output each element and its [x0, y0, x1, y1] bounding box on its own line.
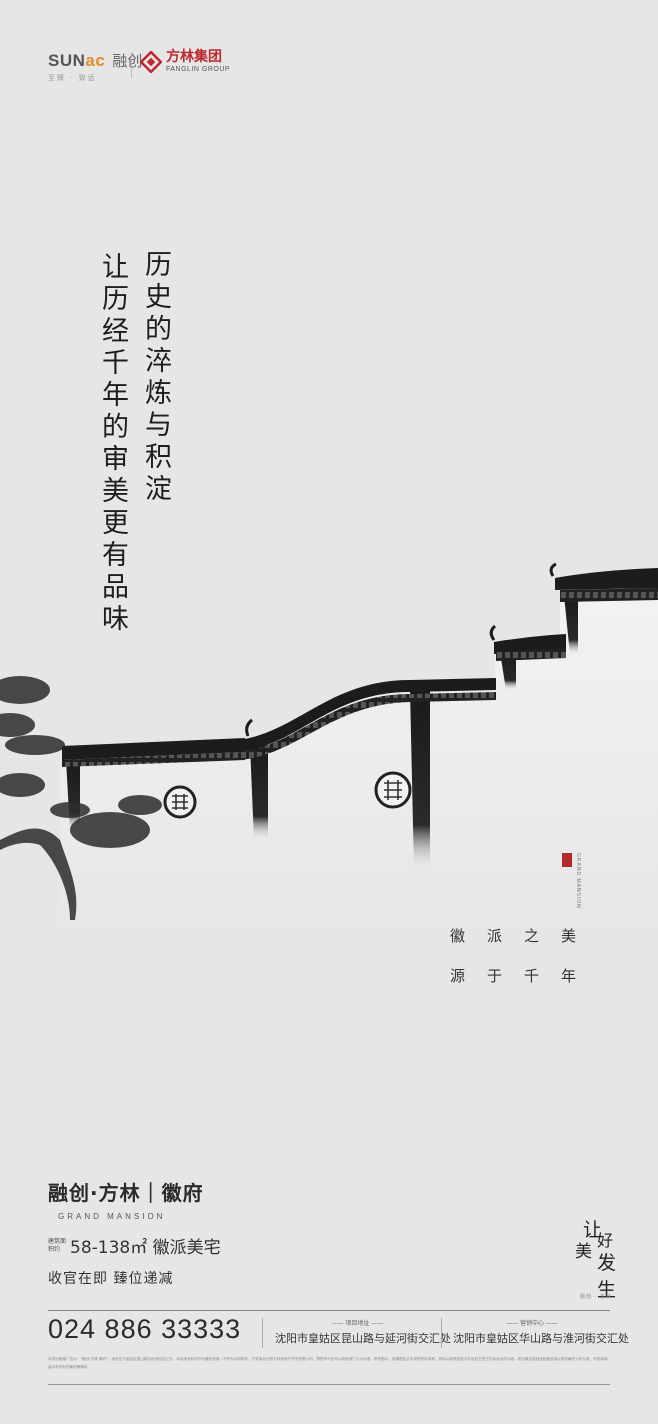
seal-icon — [562, 853, 572, 867]
project-address: 沈阳市皇姑区昆山路与延河街交汇处 — [275, 1332, 451, 1345]
headline-column-1: 历史的淬炼与积淀 — [140, 250, 171, 506]
sales-center-label: —— 营销中心 —— — [506, 1320, 558, 1327]
phrase-line-2: 源于千年 — [450, 967, 599, 985]
slogan-char-1: 让 — [583, 1219, 603, 1241]
slogan-char-3: 好 — [597, 1231, 614, 1250]
slogan-char-4: 发生 — [597, 1252, 617, 1301]
pine-tree-icon — [0, 676, 162, 920]
sunac-wordmark: SUNac — [48, 51, 105, 70]
offer-text: 收官在即 臻位递减 — [48, 1271, 174, 1287]
area-label: 建筑面积约 — [48, 1238, 67, 1253]
fanglin-cn-name: 方林集团 — [166, 49, 222, 65]
fanglin-logo-icon — [140, 50, 162, 73]
round-window-icon-right — [374, 771, 412, 809]
fanglin-en-name: FANGLIN GROUP — [166, 66, 231, 73]
slogan-tag: 融创 · 方林 — [580, 1294, 612, 1300]
project-address-label: —— 项目地址 —— — [331, 1320, 384, 1327]
sunac-logo: SUNac 融创 至臻 · 致远 — [48, 50, 142, 83]
round-window-icon-left — [163, 785, 197, 819]
huizhou-wall-illustration — [0, 562, 658, 940]
brand-en-name: GRAND MANSION — [58, 1212, 166, 1221]
contact-divider-1 — [262, 1318, 263, 1348]
brand-title: 融创·方林｜徽府 — [48, 1181, 204, 1205]
slogan-char-2: 美 — [575, 1242, 592, 1262]
seal-text: GRAND MANSION — [575, 853, 581, 909]
sunac-word-b: ac — [85, 51, 106, 70]
phone-number: 024 886 33333 — [48, 1314, 242, 1344]
sunac-word-a: SUN — [48, 51, 86, 70]
sunac-cn-name: 融创 — [112, 52, 143, 70]
sales-center-address: 沈阳市皇姑区华山路与淮河街交汇处 — [453, 1332, 629, 1345]
phrase-line-1: 徽派之美 — [450, 927, 599, 945]
fanglin-logo: 方林集团 FANGLIN GROUP — [140, 50, 230, 73]
bottom-divider — [48, 1384, 610, 1385]
area-info: 58-138㎡ 徽派美宅 — [70, 1238, 221, 1258]
contact-divider-2 — [441, 1318, 442, 1348]
legal-disclaimer: 本项目备案广告为：“融创·方林 徽府”，地址位于皇姑区昆山路与延河街交汇处。本宣… — [48, 1357, 608, 1369]
sunac-tagline: 至臻 · 致远 — [48, 74, 97, 82]
seal-stamp: GRAND MANSION — [562, 853, 581, 909]
logo-divider — [131, 52, 132, 78]
contact-divider-top — [48, 1310, 610, 1311]
headline-column-2: 让历经千年的审美更有品味 — [97, 252, 128, 636]
